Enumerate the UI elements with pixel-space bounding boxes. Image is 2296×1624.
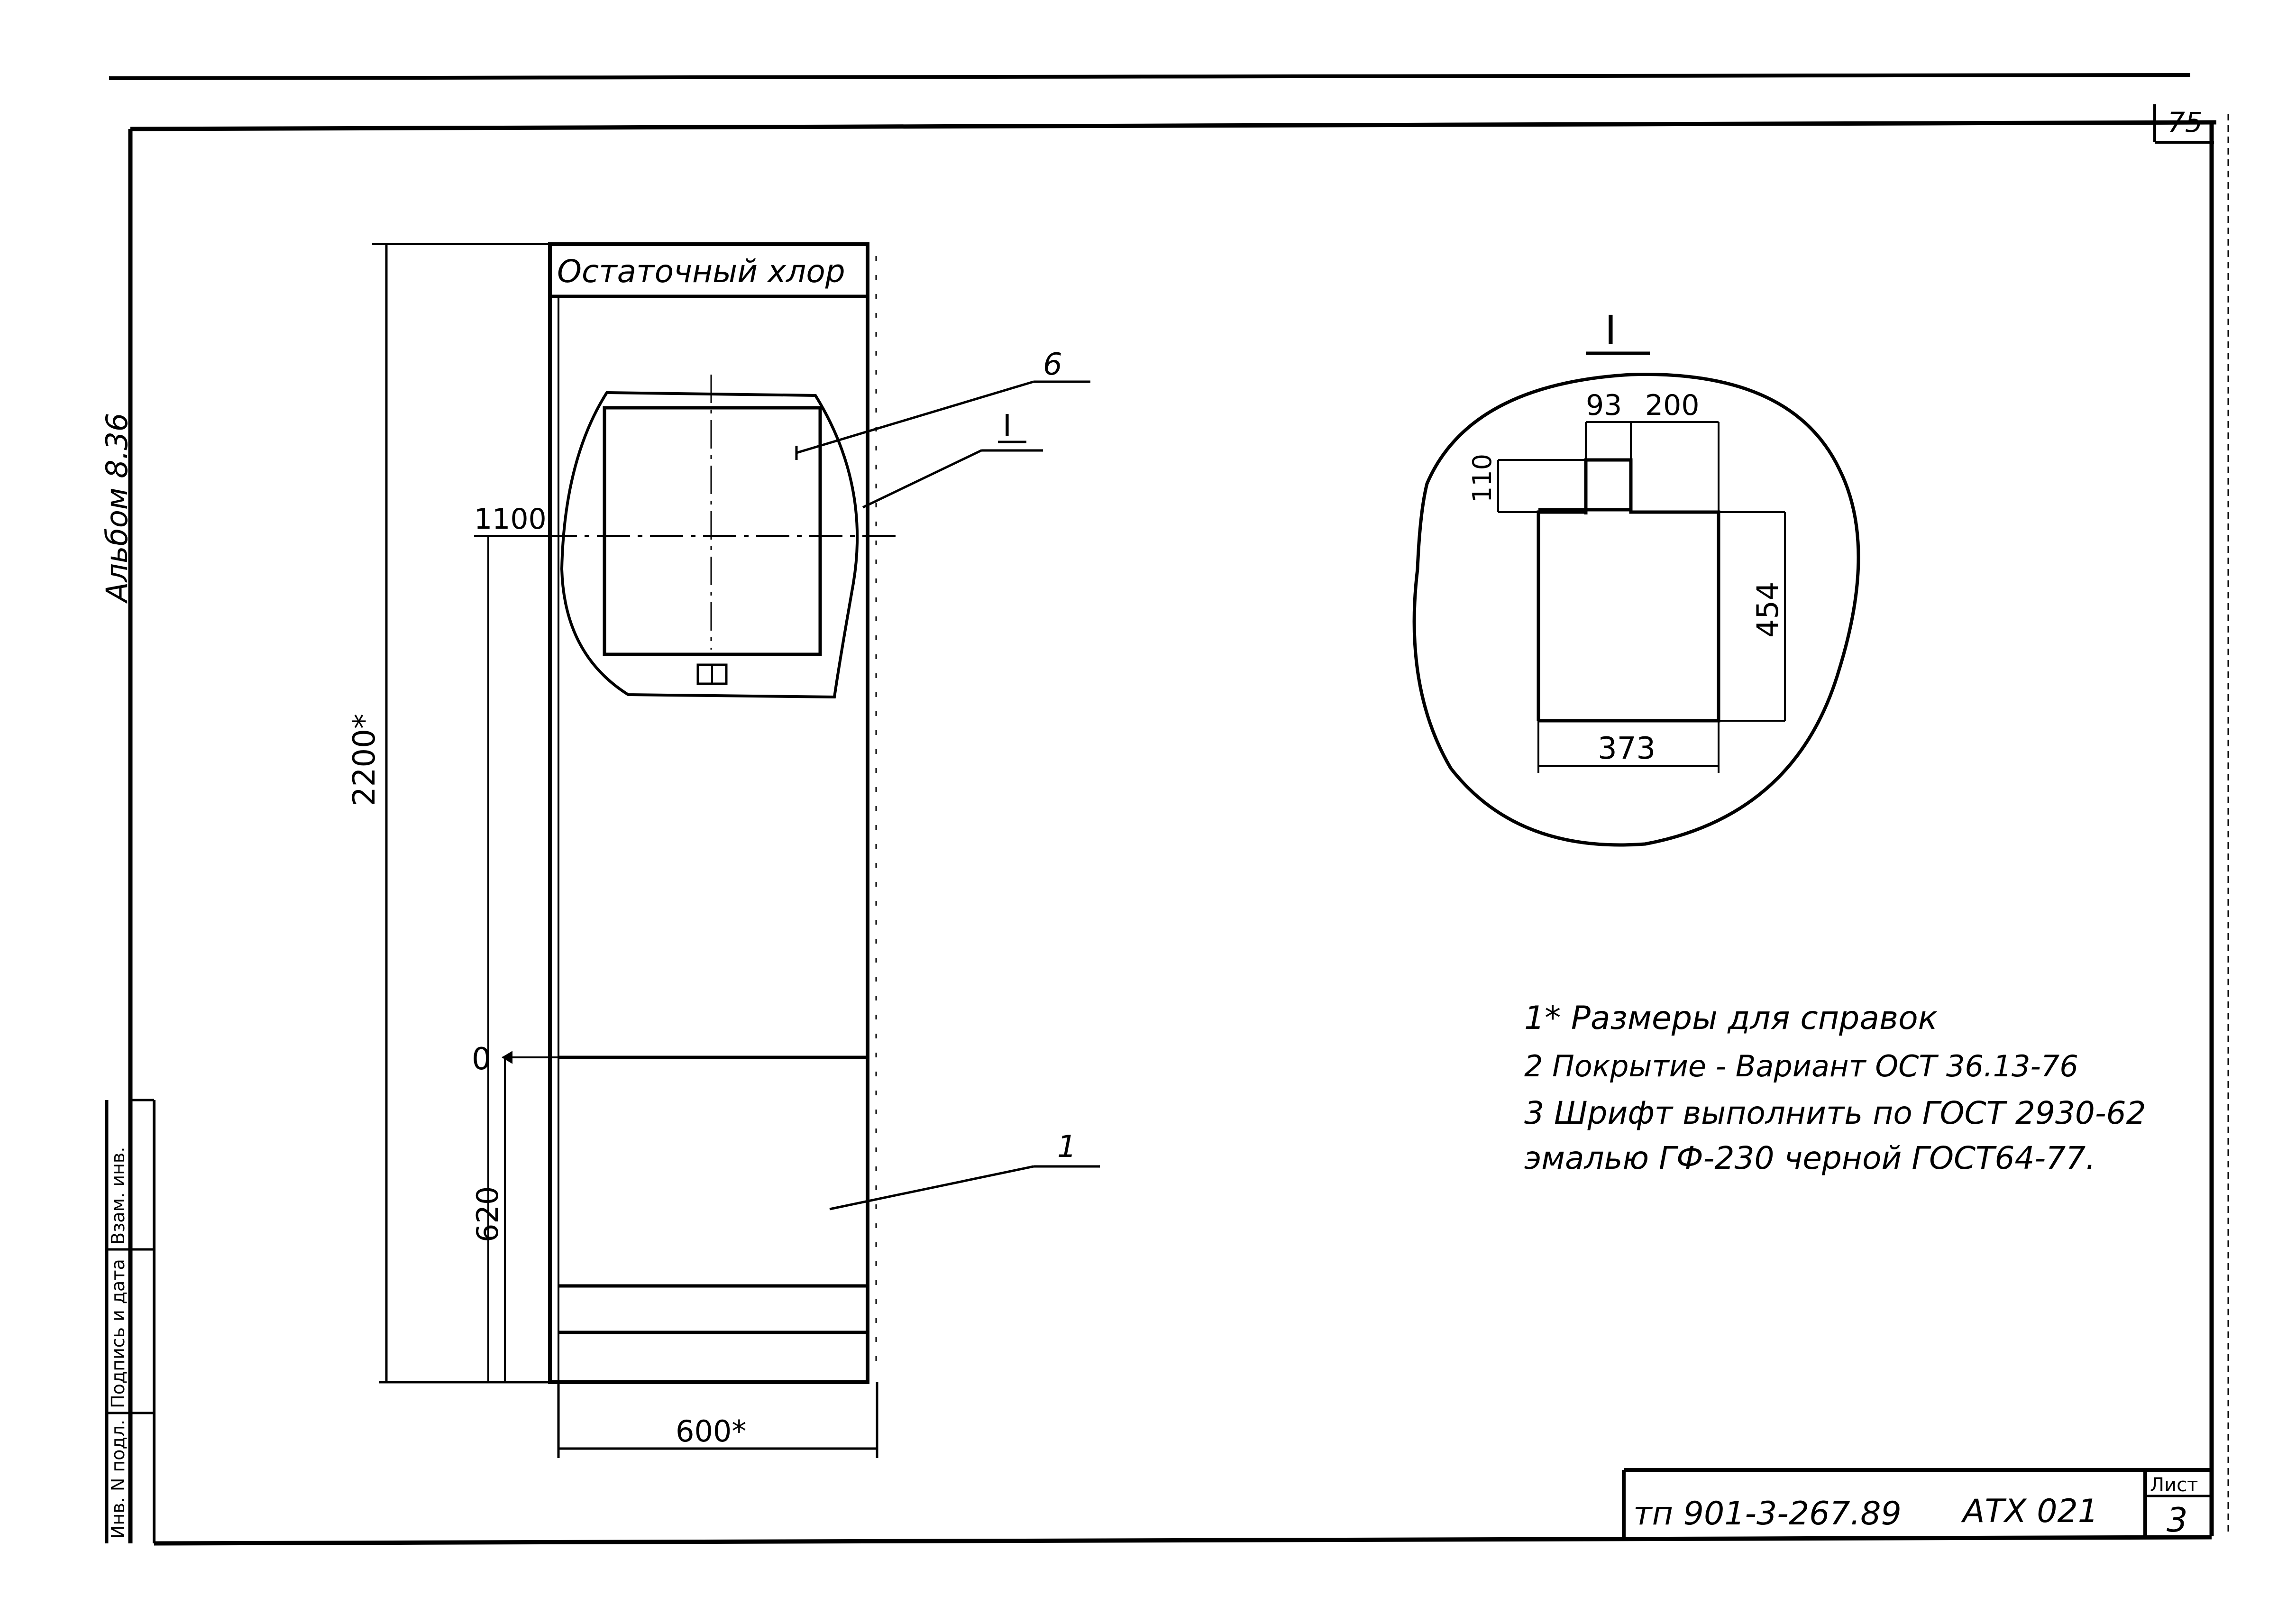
dim-total-height <box>372 243 550 1384</box>
stamp-inv-no: Инв. N подл. <box>108 1420 128 1539</box>
instrument-window <box>491 375 896 685</box>
album-label: Альбом 8.36 <box>100 413 134 604</box>
panel-nameplate: Остаточный хлор <box>557 253 845 290</box>
margin-stamp <box>105 1099 156 1543</box>
note-3: 3 Шрифт выполнить по ГОСТ 2930-62 <box>1524 1095 2146 1131</box>
dim-373-label: 373 <box>1598 731 1656 766</box>
title-sheet-number: 3 <box>2167 1501 2188 1540</box>
title-block <box>1622 1468 2212 1539</box>
callout-1 <box>829 1165 1100 1211</box>
dim-width-label: 600* <box>676 1414 746 1449</box>
note-3-continued: эмалью ГФ-230 черной ГОСТ64-77. <box>1524 1140 2095 1176</box>
note-2: 2 Покрытие - Вариант ОСТ 36.13-76 <box>1524 1049 2078 1083</box>
callout-I <box>862 449 1043 509</box>
stamp-replace-inv: Взам. инв. <box>108 1147 128 1245</box>
dim-93-label: 93 <box>1586 389 1622 422</box>
dim-454-label: 454 <box>1750 582 1785 638</box>
level-1100-leader <box>474 535 550 1382</box>
stamp-sign-date: Подпись и дата <box>108 1259 128 1408</box>
title-doc-code: тп 901-3-267.89 <box>1633 1495 1902 1532</box>
detail-I-outline <box>560 391 859 699</box>
page-number-box: 75 <box>2153 104 2214 144</box>
page-corner-number: 75 <box>2168 106 2203 138</box>
dim-width <box>557 1382 878 1458</box>
dim-620-label: 620 <box>470 1186 505 1242</box>
notes: 1* Размеры для справок 2 Покрытие - Вари… <box>1524 1000 2146 1176</box>
panel-body <box>548 242 877 1384</box>
callout-I-label: I <box>1003 409 1012 444</box>
detail-dims <box>1497 421 1786 773</box>
dim-total-height-label: 2200* <box>347 714 382 806</box>
callout-1-label: 1 <box>1057 1129 1077 1165</box>
level-0-label: 0 <box>472 1042 491 1077</box>
frame <box>128 114 2229 1546</box>
cutout-outline <box>1537 458 1720 723</box>
detail-circle <box>1412 373 1860 847</box>
level-0-marker <box>502 1051 558 1064</box>
callout-6 <box>795 380 1090 460</box>
title-sheet-code: АТХ 021 <box>1961 1493 2098 1530</box>
detail-title: I <box>1605 307 1617 353</box>
dim-110-label: 110 <box>1467 454 1497 503</box>
title-sheet-label: Лист <box>2150 1474 2198 1496</box>
note-1: 1* Размеры для справок <box>1524 1000 1938 1037</box>
level-1100-label: 1100 <box>474 503 547 536</box>
callout-6-label: 6 <box>1043 347 1062 382</box>
top-trim-line <box>109 73 2191 80</box>
dim-200-label: 200 <box>1645 389 1700 422</box>
